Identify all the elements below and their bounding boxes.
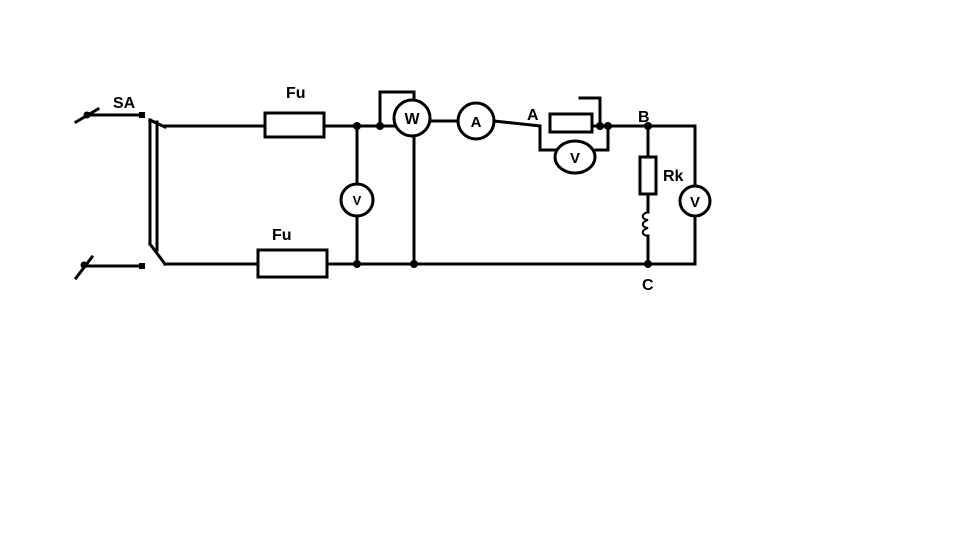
load-resistor-label: Rk — [663, 168, 684, 185]
fuse-bottom — [256, 248, 329, 279]
inductor — [641, 211, 649, 237]
wattmeter-label: W — [404, 111, 420, 128]
fuse-bottom-label: Fu — [272, 227, 292, 244]
switch-label: SA — [113, 95, 136, 112]
fuse-top — [263, 111, 326, 139]
voltmeter-supply-label: V — [353, 193, 362, 208]
ammeter-label: A — [471, 114, 482, 131]
voltmeter-rheostat — [553, 139, 597, 175]
switch-sa — [73, 106, 168, 281]
voltmeter-supply — [339, 182, 375, 218]
junctions — [353, 122, 652, 268]
voltmeter-rheostat-label: V — [570, 150, 580, 167]
voltmeter-load — [678, 184, 712, 218]
load-resistor — [638, 155, 658, 196]
ammeter — [456, 101, 496, 141]
fuse-top-label: Fu — [286, 85, 306, 102]
node-b-label: B — [638, 109, 650, 126]
voltmeter-load-label: V — [690, 194, 700, 211]
rheostat — [548, 112, 594, 134]
wattmeter — [392, 98, 432, 138]
wires — [163, 90, 697, 266]
node-a-label: A — [527, 107, 539, 124]
node-c-label: C — [642, 277, 654, 294]
